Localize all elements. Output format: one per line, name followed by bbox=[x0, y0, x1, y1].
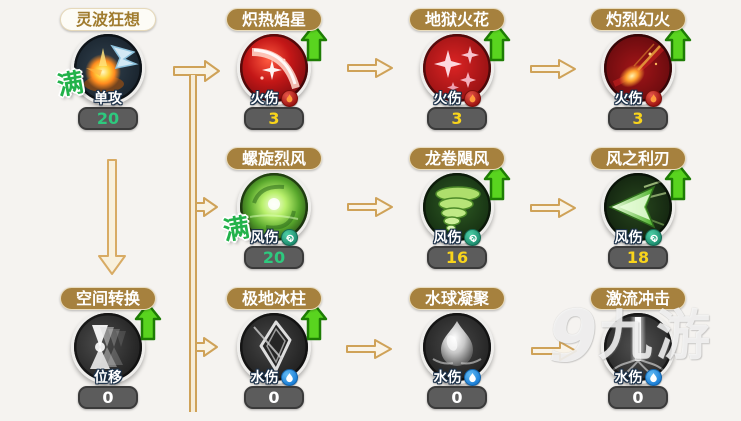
skill-type-label: 火伤 bbox=[250, 91, 279, 107]
fire-element-icon bbox=[463, 89, 481, 107]
skill-icon-water-jet[interactable] bbox=[601, 310, 675, 384]
skill-cell-polar-ice-pillar[interactable]: 极地冰柱 水伤 0 bbox=[199, 287, 349, 415]
skill-type-label: 火伤 bbox=[614, 91, 643, 107]
skill-type-label: 火伤 bbox=[433, 91, 462, 107]
fire-element-icon bbox=[280, 89, 298, 107]
arrow-connector bbox=[346, 339, 392, 359]
skill-cell-tornado-hurricane[interactable]: 龙卷飓风 风伤 16 bbox=[382, 147, 532, 275]
upgrade-arrow-icon[interactable] bbox=[483, 23, 511, 63]
skill-type-label: 风伤 bbox=[433, 230, 462, 246]
skill-icon-tornado[interactable] bbox=[420, 170, 494, 244]
skill-icon-ice-shard[interactable] bbox=[237, 310, 311, 384]
skill-type-label: 单攻 bbox=[94, 91, 122, 107]
skill-type-label: 风伤 bbox=[250, 230, 279, 246]
arrow-connector bbox=[531, 341, 577, 361]
wind-element-icon bbox=[280, 228, 298, 246]
skill-cell-space-shift[interactable]: 空间转换 位移 0 bbox=[33, 287, 183, 415]
skill-icon-fire-sparks[interactable] bbox=[420, 31, 494, 105]
skill-type-label: 水伤 bbox=[614, 370, 643, 386]
skill-cell-lingbo-rhapsody[interactable]: 灵波狂想 满 单攻 20 bbox=[33, 8, 183, 136]
skill-level-value: 16 bbox=[427, 246, 487, 269]
upgrade-arrow-icon[interactable] bbox=[664, 23, 692, 63]
skill-level-value: 20 bbox=[244, 246, 304, 269]
skill-title: 炽热焰星 bbox=[225, 8, 323, 31]
skill-type-label: 位移 bbox=[94, 370, 122, 386]
skill-cell-wind-blade[interactable]: 风之利刃 风伤 18 bbox=[563, 147, 713, 275]
skill-cell-hell-spark[interactable]: 地狱火花 火伤 3 bbox=[382, 8, 532, 136]
skill-level-value: 3 bbox=[608, 107, 668, 130]
skill-level-value: 0 bbox=[608, 386, 668, 409]
skill-title: 灼烈幻火 bbox=[589, 8, 687, 31]
branch-connector bbox=[173, 60, 220, 412]
arrow-connector bbox=[347, 197, 393, 217]
skill-cell-water-orb[interactable]: 水球凝聚 水伤 0 bbox=[382, 287, 532, 415]
down-arrow-connector bbox=[98, 159, 126, 275]
skill-title: 激流冲击 bbox=[589, 287, 687, 310]
skill-type-label: 风伤 bbox=[614, 230, 643, 246]
wind-element-icon bbox=[644, 228, 662, 246]
arrow-connector bbox=[530, 198, 576, 218]
skill-cell-spiral-gale[interactable]: 螺旋烈风 满 风伤 20 bbox=[199, 147, 349, 275]
skill-title: 极地冰柱 bbox=[225, 287, 323, 310]
skill-cell-torrent-strike[interactable]: 激流冲击 水伤 0 bbox=[563, 287, 713, 415]
water-element-icon bbox=[644, 368, 662, 386]
fire-element-icon bbox=[644, 89, 662, 107]
skill-level-value: 0 bbox=[78, 386, 138, 409]
skill-title: 螺旋烈风 bbox=[225, 147, 323, 170]
arrow-connector bbox=[347, 58, 393, 78]
skill-level-value: 18 bbox=[608, 246, 668, 269]
skill-title: 水球凝聚 bbox=[408, 287, 506, 310]
skill-level-value: 20 bbox=[78, 107, 138, 130]
skill-icon-wind-vortex[interactable] bbox=[237, 170, 311, 244]
arrow-connector bbox=[530, 59, 576, 79]
upgrade-arrow-icon[interactable] bbox=[483, 162, 511, 202]
skill-title: 空间转换 bbox=[59, 287, 157, 310]
skill-title: 风之利刃 bbox=[589, 147, 687, 170]
water-element-icon bbox=[463, 368, 481, 386]
upgrade-arrow-icon[interactable] bbox=[134, 302, 162, 342]
skill-icon-fire-star[interactable] bbox=[237, 31, 311, 105]
skill-title: 龙卷飓风 bbox=[408, 147, 506, 170]
skill-type-label: 水伤 bbox=[433, 370, 462, 386]
skill-icon-teleport[interactable] bbox=[71, 310, 145, 384]
skill-title: 灵波狂想 bbox=[59, 8, 157, 31]
skill-icon-spirit-wave[interactable] bbox=[71, 31, 145, 105]
skill-level-value: 0 bbox=[244, 386, 304, 409]
upgrade-arrow-icon[interactable] bbox=[664, 162, 692, 202]
skill-cell-blazing-star[interactable]: 炽热焰星 火伤 3 bbox=[199, 8, 349, 136]
skill-level-value: 3 bbox=[244, 107, 304, 130]
skill-cell-scorching-phantom-fire[interactable]: 灼烈幻火 火伤 3 bbox=[563, 8, 713, 136]
skill-icon-fire-comet[interactable] bbox=[601, 31, 675, 105]
skill-level-value: 0 bbox=[427, 386, 487, 409]
upgrade-arrow-icon[interactable] bbox=[300, 302, 328, 342]
skill-icon-wind-blade[interactable] bbox=[601, 170, 675, 244]
skill-type-label: 水伤 bbox=[250, 370, 279, 386]
skill-icon-water-drop[interactable] bbox=[420, 310, 494, 384]
skill-title: 地狱火花 bbox=[408, 8, 506, 31]
skill-level-value: 3 bbox=[427, 107, 487, 130]
upgrade-arrow-icon[interactable] bbox=[300, 23, 328, 63]
wind-element-icon bbox=[463, 228, 481, 246]
water-element-icon bbox=[280, 368, 298, 386]
